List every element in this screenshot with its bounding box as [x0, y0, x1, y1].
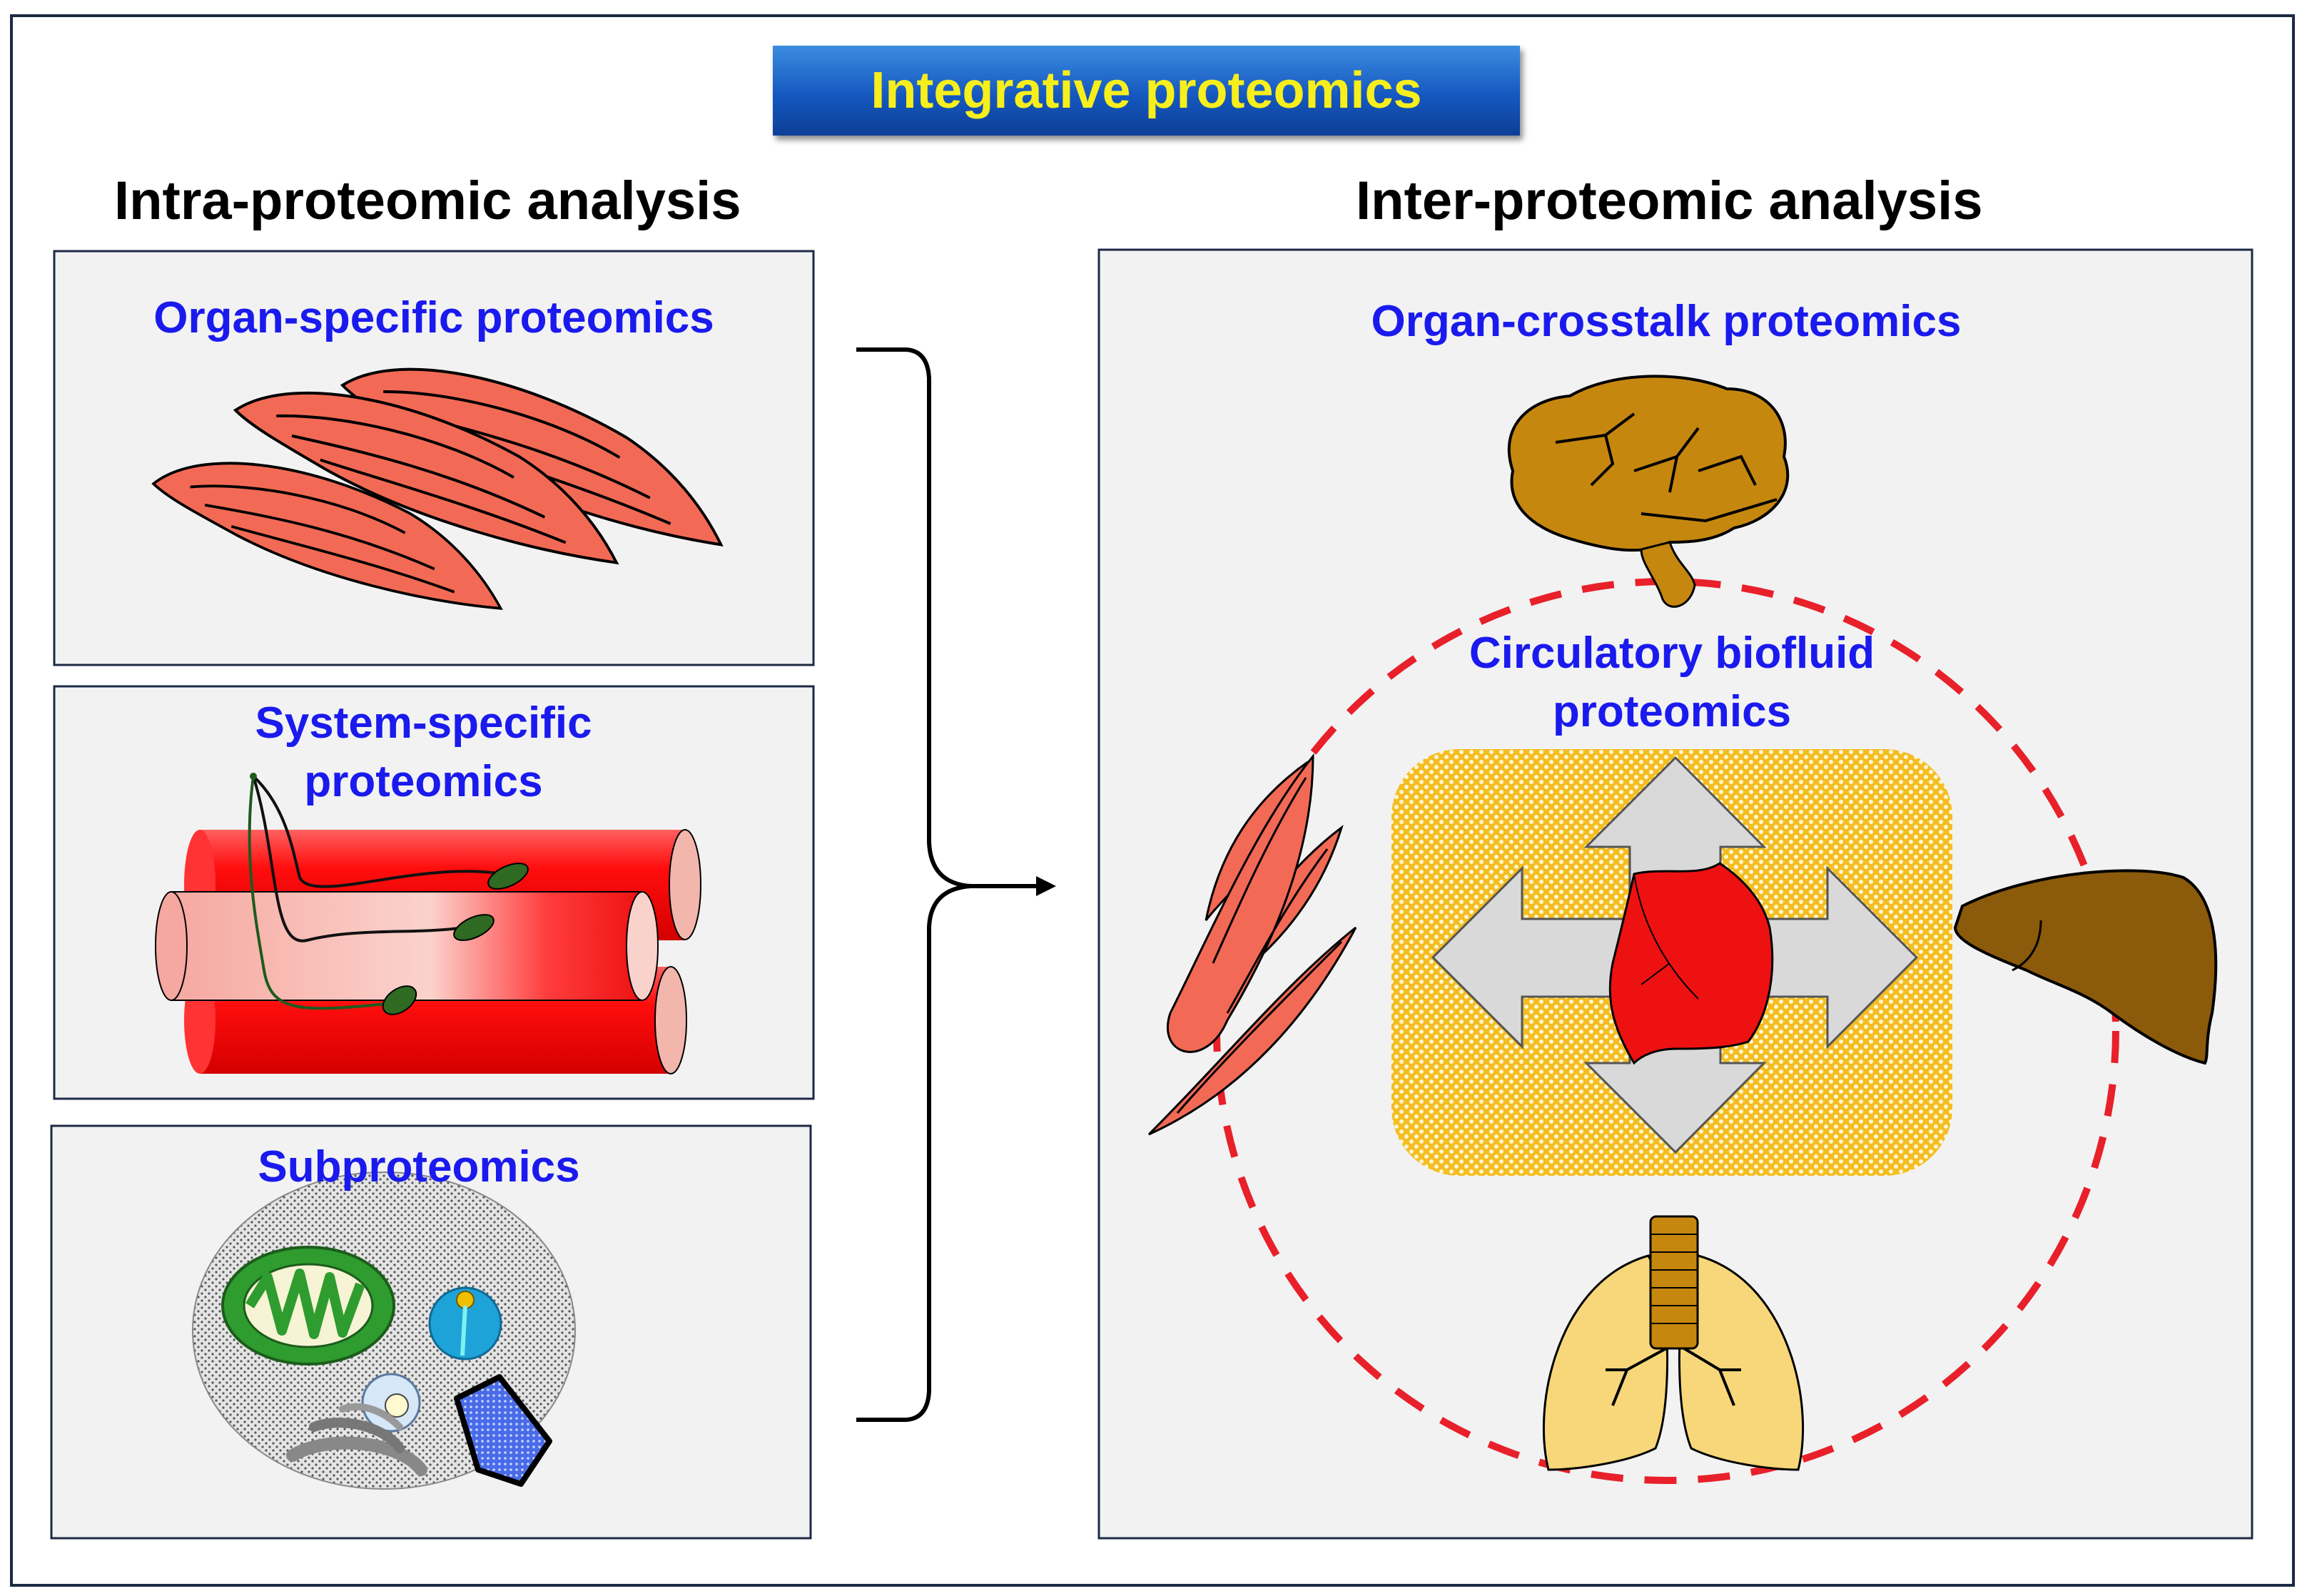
brain-icon: [1507, 375, 1790, 608]
muscle-icon: [1147, 753, 1357, 1136]
bracket-top: [856, 347, 1049, 888]
biofluid-label-line1: Circulatory biofluid: [1469, 629, 1875, 678]
lungs-icon: [1542, 1215, 1805, 1471]
organ-specific-label: Organ-specific proteomics: [153, 293, 714, 342]
blood-vessels-icon: [155, 773, 701, 1074]
title-text: Integrative proteomics: [871, 62, 1422, 119]
system-specific-label-line1: System-specific: [255, 698, 592, 748]
cell-organelles-icon: [192, 1171, 576, 1490]
heart-icon: [1608, 862, 1774, 1065]
subproteomics-label: Subproteomics: [258, 1142, 580, 1191]
arrow-head: [1036, 876, 1056, 896]
bracket-bottom: [856, 884, 971, 1422]
title-banner: Integrative proteomics: [773, 46, 1520, 136]
organ-crosstalk-label: Organ-crosstalk proteomics: [1371, 297, 1962, 346]
intra-heading: Intra-proteomic analysis: [114, 171, 741, 231]
inter-heading: Inter-proteomic analysis: [1356, 171, 1983, 231]
system-specific-label-line2: proteomics: [304, 757, 543, 806]
liver-icon: [1953, 869, 2218, 1065]
biofluid-label-line2: proteomics: [1552, 687, 1792, 736]
